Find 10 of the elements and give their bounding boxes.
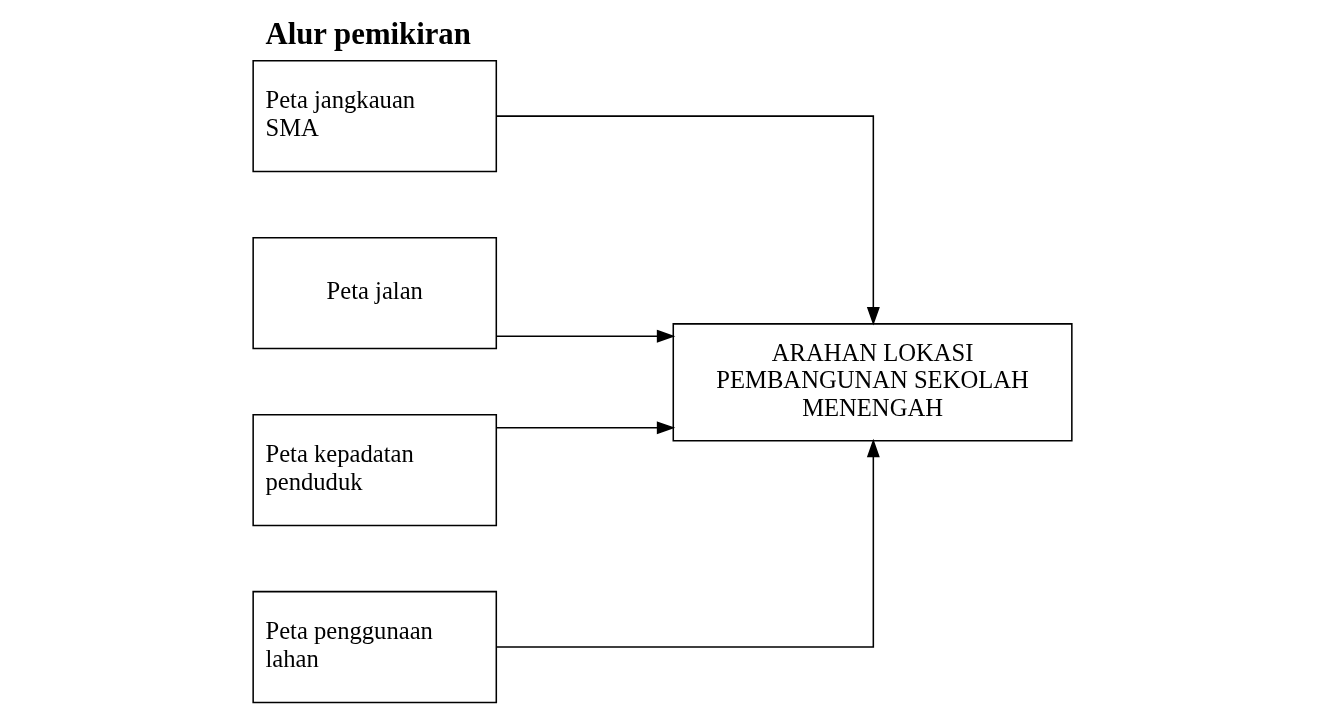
node-box: Peta penggunaan lahan: [252, 590, 498, 704]
node-box: Peta jangkauan SMA: [252, 59, 498, 173]
arrow: [495, 438, 880, 648]
arrow: [495, 115, 880, 326]
node-box: Peta jalan: [252, 236, 498, 350]
arrow: [495, 329, 676, 343]
node-box: Peta kepadatan penduduk: [252, 413, 498, 527]
diagram-title: Alur pemikiran: [265, 16, 471, 51]
node-box: ARAHAN LOKASI PEMBANGUNAN SEKOLAH MENENGAH: [672, 323, 1073, 442]
arrow: [495, 421, 676, 435]
